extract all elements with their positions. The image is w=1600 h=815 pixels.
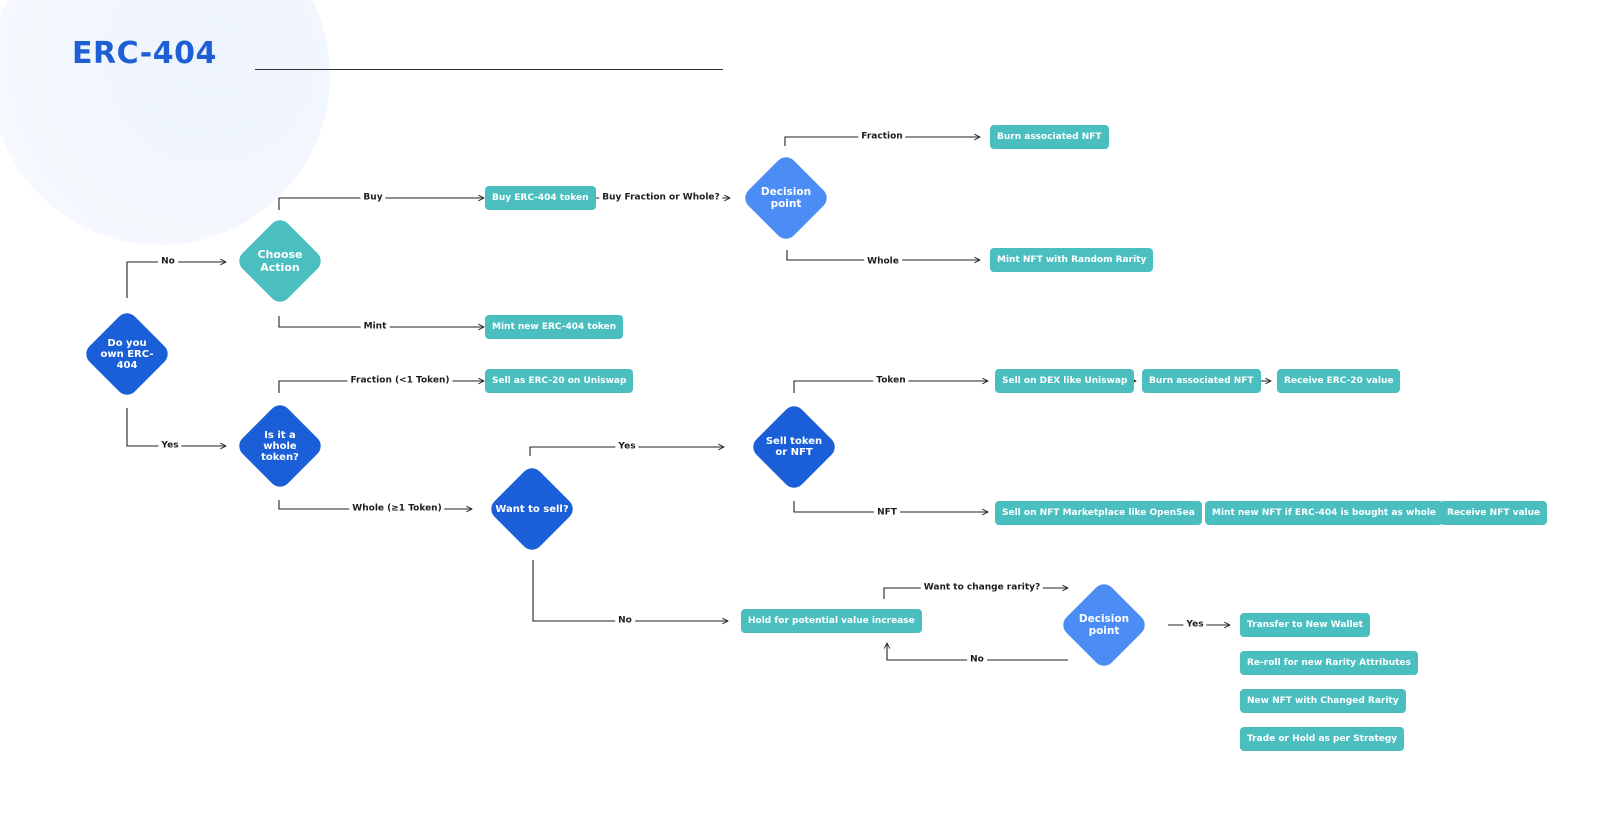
edge-label-yes: Yes <box>158 439 182 453</box>
box-mint-new-nft-if-whole: Mint new NFT if ERC-404 is bought as who… <box>1205 501 1444 525</box>
diamond-want-sell-label: Want to sell? <box>495 503 569 515</box>
box-new-nft-changed-rarity: New NFT with Changed Rarity <box>1240 689 1406 713</box>
diamond-decision-point-rarity: Decision point <box>1054 575 1154 675</box>
box-reroll-rarity: Re-roll for new Rarity Attributes <box>1240 651 1418 675</box>
diamond-sell-token-label: Sell token or NFT <box>765 436 823 458</box>
edge-label-token: Token <box>873 374 909 388</box>
box-sell-erc20-uniswap: Sell as ERC-20 on Uniswap <box>485 369 634 393</box>
edge-label-want-change-rarity: Want to change rarity? <box>920 581 1044 595</box>
box-mint-nft-random-rarity: Mint NFT with Random Rarity <box>990 248 1154 272</box>
diamond-whole-token-label: Is it a whole token? <box>261 429 299 463</box>
edge-label-mint: Mint <box>360 320 390 334</box>
box-hold-value-increase: Hold for potential value increase <box>741 609 922 633</box>
diamond-decision-buy-label: Decision point <box>760 186 812 210</box>
diamond-whole-token: Is it a whole token? <box>230 396 330 496</box>
diamond-decision-point-buy: Decision point <box>736 148 836 248</box>
edge-label-whole: Whole <box>864 255 902 269</box>
edge-label-sell-no: No <box>615 614 635 628</box>
diamond-decision-rarity-label: Decision point <box>1078 613 1130 637</box>
edge-label-fraction-lt1: Fraction (<1 Token) <box>347 374 453 388</box>
box-transfer-new-wallet: Transfer to New Wallet <box>1240 613 1370 637</box>
box-buy-erc404-token: Buy ERC-404 token <box>485 186 596 210</box>
edge-label-nft: NFT <box>874 506 900 520</box>
diamond-own-erc404: Do you own ERC-404 <box>77 304 177 404</box>
edge-label-rarity-yes: Yes <box>1183 618 1207 632</box>
edge-label-no: No <box>158 255 178 269</box>
box-receive-nft-value: Receive NFT value <box>1440 501 1548 525</box>
diamond-sell-token-or-nft: Sell token or NFT <box>744 397 844 497</box>
box-mint-erc404-token: Mint new ERC-404 token <box>485 315 624 339</box>
page-title: ERC-404 <box>72 36 217 71</box>
edge-label-sell-yes: Yes <box>615 440 639 454</box>
edge-label-buy: Buy <box>360 191 386 205</box>
diamond-own-label: Do you own ERC-404 <box>100 337 154 371</box>
edge-label-rarity-no: No <box>967 653 987 667</box>
diamond-want-to-sell: Want to sell? <box>482 459 582 559</box>
box-receive-erc20-value: Receive ERC-20 value <box>1277 369 1401 393</box>
edge-label-buy-fraction-or-whole: Buy Fraction or Whole? <box>599 191 723 205</box>
box-trade-or-hold: Trade or Hold as per Strategy <box>1240 727 1405 751</box>
diamond-choose-label: Choose Action <box>257 248 303 274</box>
edge-label-fraction: Fraction <box>858 130 906 144</box>
box-burn-associated-nft-top: Burn associated NFT <box>990 125 1109 149</box>
box-sell-on-opensea: Sell on NFT Marketplace like OpenSea <box>995 501 1202 525</box>
box-sell-on-dex: Sell on DEX like Uniswap <box>995 369 1135 393</box>
title-divider <box>255 69 723 70</box>
edge-label-whole-ge1: Whole (≥1 Token) <box>349 502 445 516</box>
box-burn-associated-nft-mid: Burn associated NFT <box>1142 369 1261 393</box>
diamond-choose-action: Choose Action <box>230 211 330 311</box>
